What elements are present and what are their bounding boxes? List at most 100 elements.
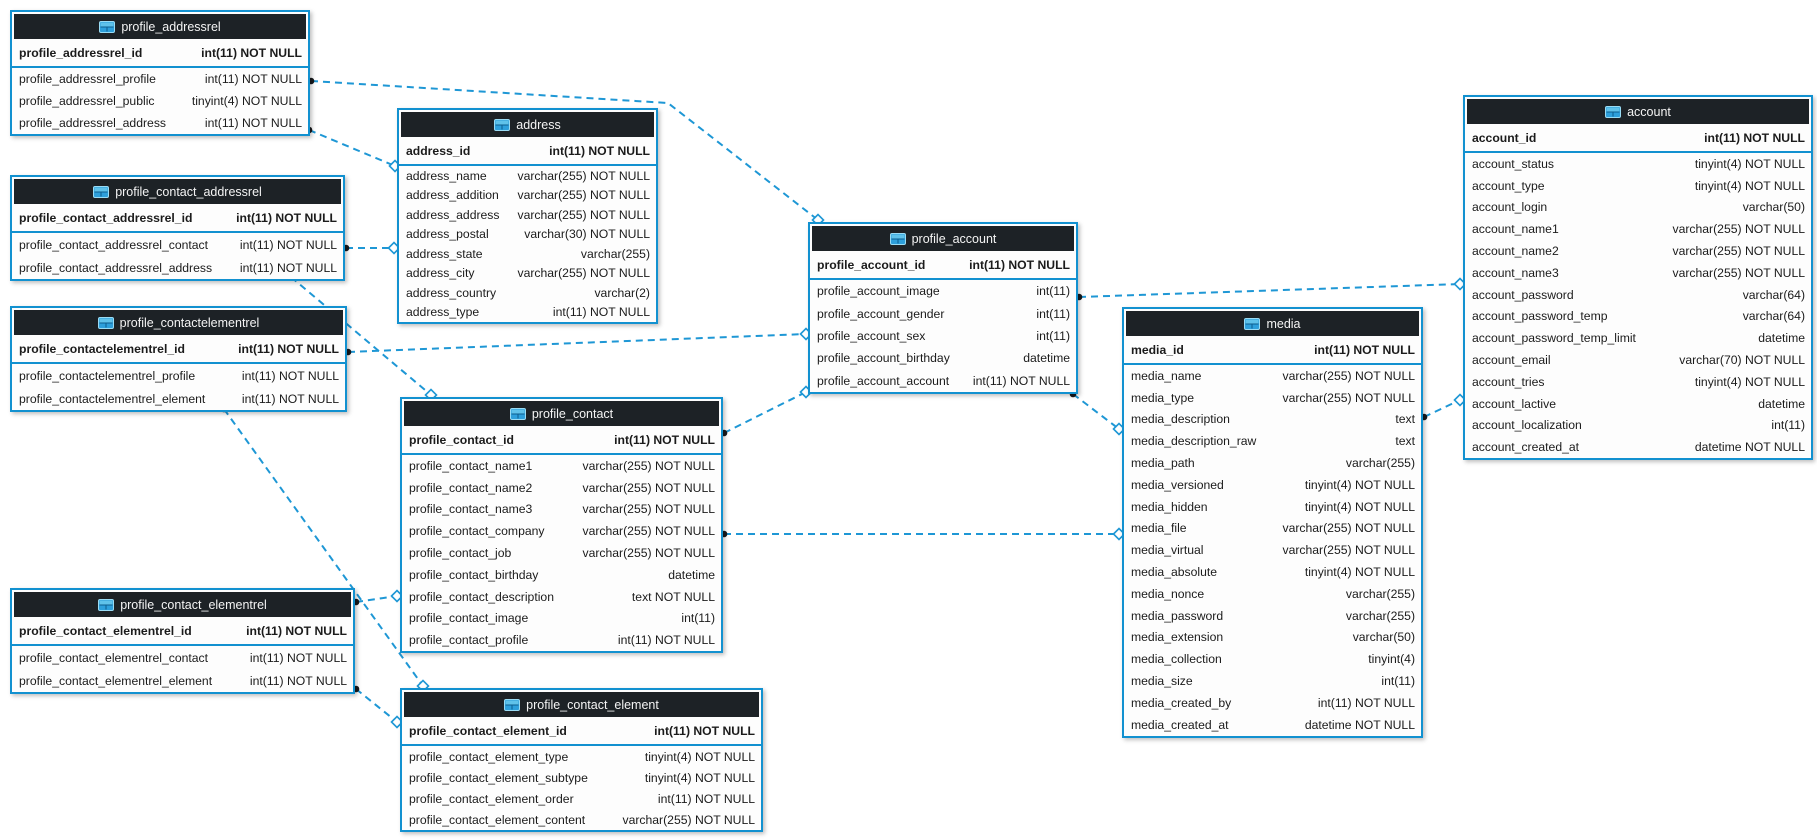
table-header-profile_contact_elementrel[interactable]: profile_contact_elementrel xyxy=(14,592,351,617)
relationship-profile_contact_addressrel-to-profile_contact[interactable] xyxy=(290,276,432,396)
relationship-media-to-account[interactable] xyxy=(1423,399,1461,418)
table-header-profile_contact[interactable]: profile_contact xyxy=(404,401,719,426)
table-header-profile_addressrel[interactable]: profile_addressrel xyxy=(14,14,306,39)
relationship-profile_account-to-account[interactable] xyxy=(1078,283,1461,298)
table-header-account[interactable]: account xyxy=(1467,99,1809,124)
relationship-profile_addressrel-to-address[interactable] xyxy=(308,129,396,167)
relationship-profile_addressrel-to-profile_account[interactable] xyxy=(310,80,819,221)
relationship-profile_contactelementrel-to-profile_contact_element[interactable] xyxy=(223,408,424,687)
table-header-media[interactable]: media xyxy=(1126,311,1419,336)
relationship-profile_contact_elementrel-to-profile_contact[interactable] xyxy=(355,595,398,603)
relationship-profile_account-to-media[interactable] xyxy=(1072,393,1120,430)
table-header-profile_contact_element[interactable]: profile_contact_element xyxy=(404,692,759,717)
relationship-profile_contactelementrel-to-profile_account[interactable] xyxy=(347,333,807,353)
table-profile_contactelementrel[interactable]: profile_contactelementrel profile_contact… xyxy=(10,306,347,412)
relationship-profile_contact_elementrel-to-profile_contact_element[interactable] xyxy=(355,688,398,723)
table-header-profile_contact_addressrel[interactable]: profile_contact_addressrel xyxy=(14,179,341,204)
table-header-profile_account[interactable]: profile_account xyxy=(812,226,1074,251)
table-header-profile_contactelementrel[interactable]: profile_contactelementrel xyxy=(14,310,343,335)
table-header-address[interactable]: address xyxy=(401,112,654,137)
relationship-profile_contact-to-profile_account[interactable] xyxy=(723,391,807,434)
